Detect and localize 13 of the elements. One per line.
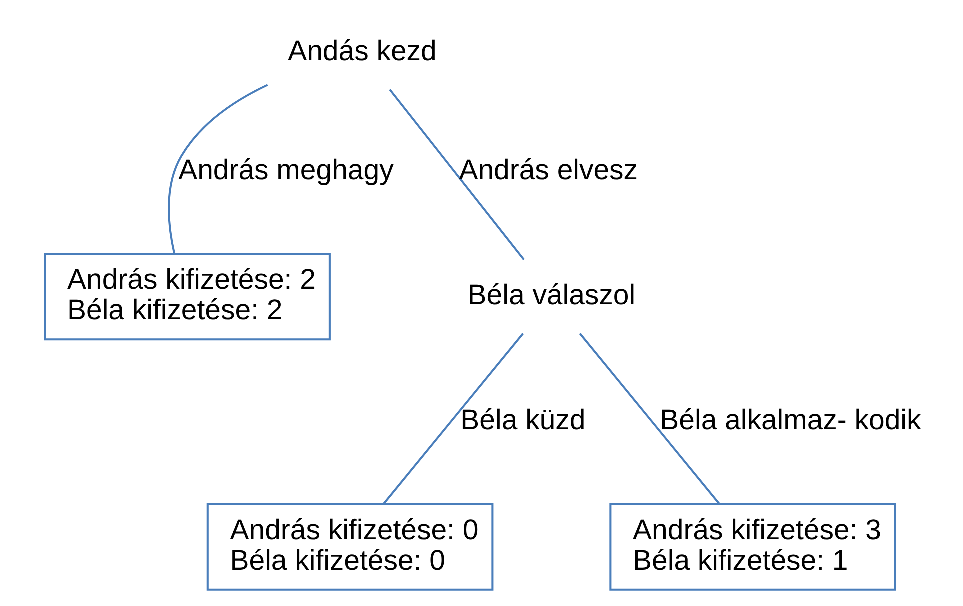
node-text: Andás kezd xyxy=(288,35,437,68)
edge-label: Béla küzd xyxy=(460,404,586,437)
edge-label: András elvesz xyxy=(459,154,638,186)
node-box: András kifizetése: 2 Béla kifizetése: 2 xyxy=(44,253,331,341)
connector xyxy=(168,84,268,254)
node-box: András kifizetése: 0 Béla kifizetése: 0 xyxy=(206,503,494,591)
node-text: Béla válaszol xyxy=(468,279,636,312)
connector xyxy=(383,333,524,505)
edge-label: András meghagy xyxy=(178,154,394,186)
edge-label: Béla alkalmaz- kodik xyxy=(660,404,922,437)
connector xyxy=(579,333,720,505)
node-box: András kifizetése: 3 Béla kifizetése: 1 xyxy=(610,503,896,591)
connector xyxy=(389,89,525,261)
